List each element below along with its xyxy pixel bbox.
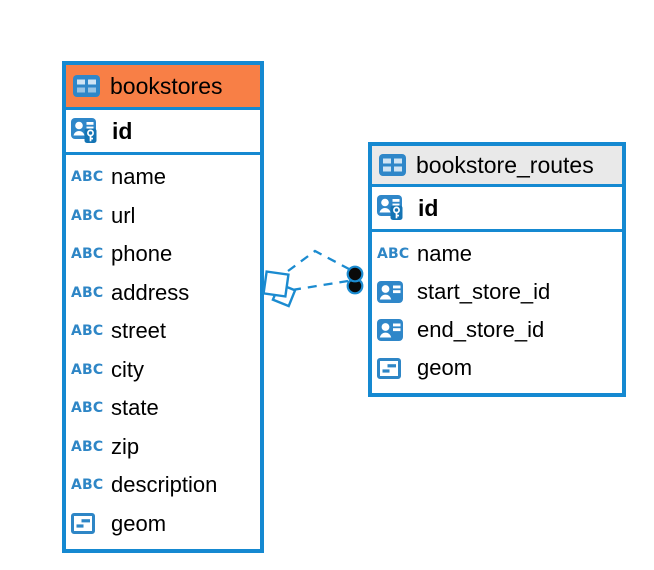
geometry-type-icon bbox=[377, 357, 401, 379]
table-icon bbox=[73, 75, 100, 97]
column-row-start-store-id[interactable]: start_store_id bbox=[372, 273, 622, 311]
reference-type-icon bbox=[377, 319, 403, 341]
column-name: phone bbox=[111, 241, 173, 267]
column-name: street bbox=[111, 318, 167, 344]
table-header[interactable]: bookstores bbox=[66, 65, 260, 110]
text-type-icon: ABC bbox=[377, 246, 410, 262]
column-row-address[interactable]: ABC address bbox=[66, 274, 260, 313]
table-name: bookstore_routes bbox=[416, 151, 594, 178]
relationship-line[interactable] bbox=[291, 279, 349, 292]
column-name: city bbox=[111, 356, 144, 382]
text-type-icon: ABC bbox=[71, 246, 104, 263]
table-bookstore-routes[interactable]: bookstore_routes id ABC bbox=[368, 142, 626, 397]
column-name: geom bbox=[417, 355, 473, 380]
column-row-state[interactable]: ABC state bbox=[66, 389, 260, 428]
column-row-name[interactable]: ABC name bbox=[66, 158, 260, 197]
column-name: name bbox=[111, 164, 167, 190]
text-type-icon: ABC bbox=[71, 207, 104, 224]
column-name: end_store_id bbox=[417, 317, 545, 342]
column-row-street[interactable]: ABC street bbox=[66, 312, 260, 351]
table-name: bookstores bbox=[110, 72, 223, 99]
relationship-circle-marker[interactable] bbox=[346, 265, 364, 295]
column-row-geom[interactable]: geom bbox=[66, 505, 260, 544]
text-type-icon: ABC bbox=[71, 361, 104, 378]
primary-key-icon bbox=[377, 195, 403, 220]
text-type-icon: ABC bbox=[71, 284, 104, 301]
column-row-id[interactable]: id bbox=[372, 187, 622, 232]
geometry-type-icon bbox=[71, 513, 95, 535]
column-name: zip bbox=[111, 433, 140, 459]
column-name: start_store_id bbox=[417, 279, 551, 304]
column-name: name bbox=[417, 241, 473, 266]
reference-type-icon bbox=[377, 281, 403, 303]
column-row-end-store-id[interactable]: end_store_id bbox=[372, 311, 622, 349]
column-row-city[interactable]: ABC city bbox=[66, 351, 260, 390]
column-row-url[interactable]: ABC url bbox=[66, 197, 260, 236]
column-name: address bbox=[111, 279, 190, 305]
column-row-geom[interactable]: geom bbox=[372, 349, 622, 387]
text-type-icon: ABC bbox=[71, 323, 104, 340]
column-row-name[interactable]: ABC name bbox=[372, 235, 622, 273]
relationship-diamond-marker[interactable] bbox=[262, 270, 297, 308]
column-row-phone[interactable]: ABC phone bbox=[66, 235, 260, 274]
column-row-id[interactable]: id bbox=[66, 110, 260, 155]
column-name: geom bbox=[111, 510, 167, 536]
table-bookstores[interactable]: bookstores id ABC na bbox=[62, 61, 264, 553]
table-icon bbox=[379, 154, 406, 176]
column-row-description[interactable]: ABC description bbox=[66, 466, 260, 505]
relationship-line[interactable] bbox=[287, 249, 350, 272]
column-name: id bbox=[112, 117, 133, 144]
text-type-icon: ABC bbox=[71, 477, 104, 494]
primary-key-icon bbox=[71, 118, 97, 143]
table-header[interactable]: bookstore_routes bbox=[372, 146, 622, 187]
column-name: state bbox=[111, 395, 159, 421]
column-name: id bbox=[418, 194, 439, 221]
column-name: url bbox=[111, 202, 136, 228]
text-type-icon: ABC bbox=[71, 169, 104, 186]
column-row-zip[interactable]: ABC zip bbox=[66, 428, 260, 467]
text-type-icon: ABC bbox=[71, 438, 104, 455]
text-type-icon: ABC bbox=[71, 400, 104, 417]
column-name: description bbox=[111, 472, 218, 498]
